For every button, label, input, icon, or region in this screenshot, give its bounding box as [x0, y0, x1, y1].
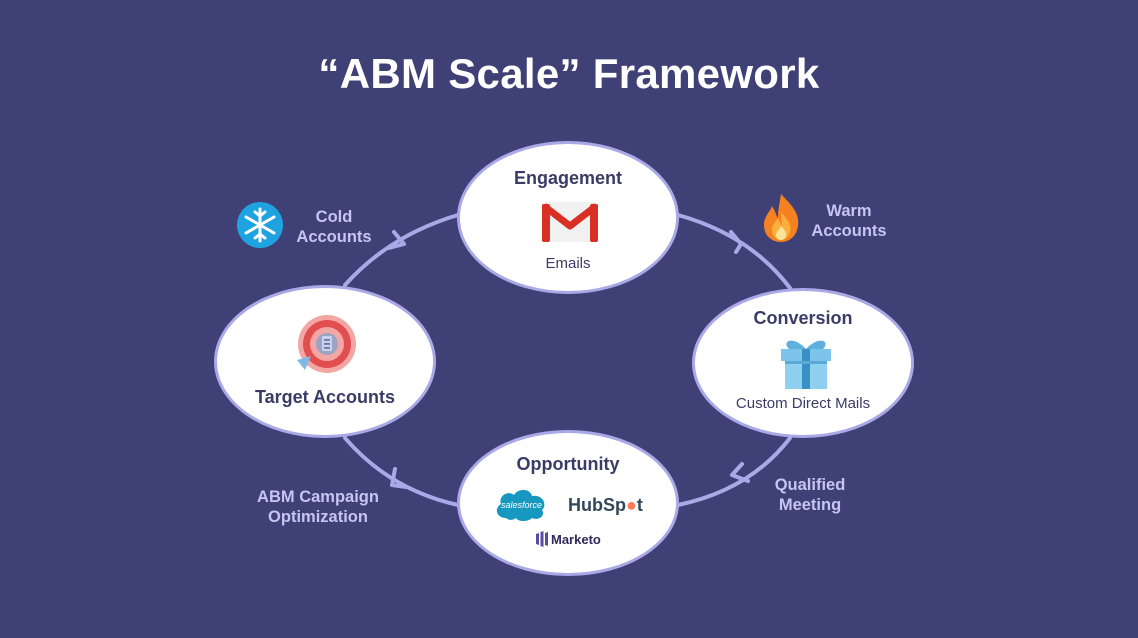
marketo-wordmark: Marketo [551, 532, 601, 547]
engagement-node: Engagement Emails [457, 141, 679, 294]
engagement-subtitle: Emails [545, 255, 591, 272]
qualified-meeting-line2: Meeting [778, 496, 842, 514]
cold-accounts-label: Cold Accounts [288, 207, 380, 247]
page-title: “ABM Scale” Framework [318, 50, 820, 97]
hubspot-wordmark-b: t [636, 495, 643, 515]
hubspot-logo: HubSp●t [568, 495, 643, 516]
opportunity-node: Opportunity salesforce HubSp●t Marketo [457, 430, 679, 576]
arrow-chevron-down-right [729, 230, 743, 254]
opportunity-title: Opportunity [516, 454, 620, 474]
salesforce-logo [496, 489, 545, 521]
conversion-subtitle: Custom Direct Mails [735, 395, 871, 412]
cold-accounts-line1: Cold [315, 208, 353, 226]
arrow-chevron-down-left [730, 462, 750, 483]
conversion-title: Conversion [753, 308, 853, 328]
target-accounts-node: Target Accounts [214, 285, 436, 438]
gmail-icon [541, 202, 599, 242]
marketo-bars-icon [536, 531, 548, 547]
warm-accounts-label: Warm Accounts [804, 201, 894, 241]
campaign-optimization-label: ABM Campaign Optimization [236, 487, 400, 527]
snowflake-icon [237, 202, 283, 248]
campaign-optimization-line1: ABM Campaign [257, 488, 379, 506]
qualified-meeting-label: Qualified Meeting [756, 475, 864, 515]
campaign-optimization-line2: Optimization [268, 508, 368, 526]
warm-accounts-line1: Warm [826, 202, 872, 220]
gift-box-icon [781, 340, 831, 389]
qualified-meeting-line1: Qualified [774, 476, 846, 494]
target-accounts-title: Target Accounts [254, 387, 396, 407]
engagement-title: Engagement [513, 168, 623, 188]
cold-accounts-line2: Accounts [296, 228, 372, 246]
conversion-node: Conversion Custom Direct Mails [692, 288, 914, 438]
connector-target-to-engagement [343, 213, 460, 287]
flame-icon [764, 194, 799, 242]
hubspot-wordmark-a: HubSp [568, 495, 626, 515]
arrow-chevron-up-left [387, 230, 406, 250]
connector-opportunity-to-target [343, 436, 460, 507]
arrow-chevron-up-left-bottom [390, 467, 408, 489]
warm-accounts-line2: Accounts [811, 222, 887, 240]
salesforce-wordmark: salesforce [501, 500, 543, 510]
target-icon [297, 315, 356, 373]
hubspot-sprocket-icon: ● [626, 495, 637, 515]
